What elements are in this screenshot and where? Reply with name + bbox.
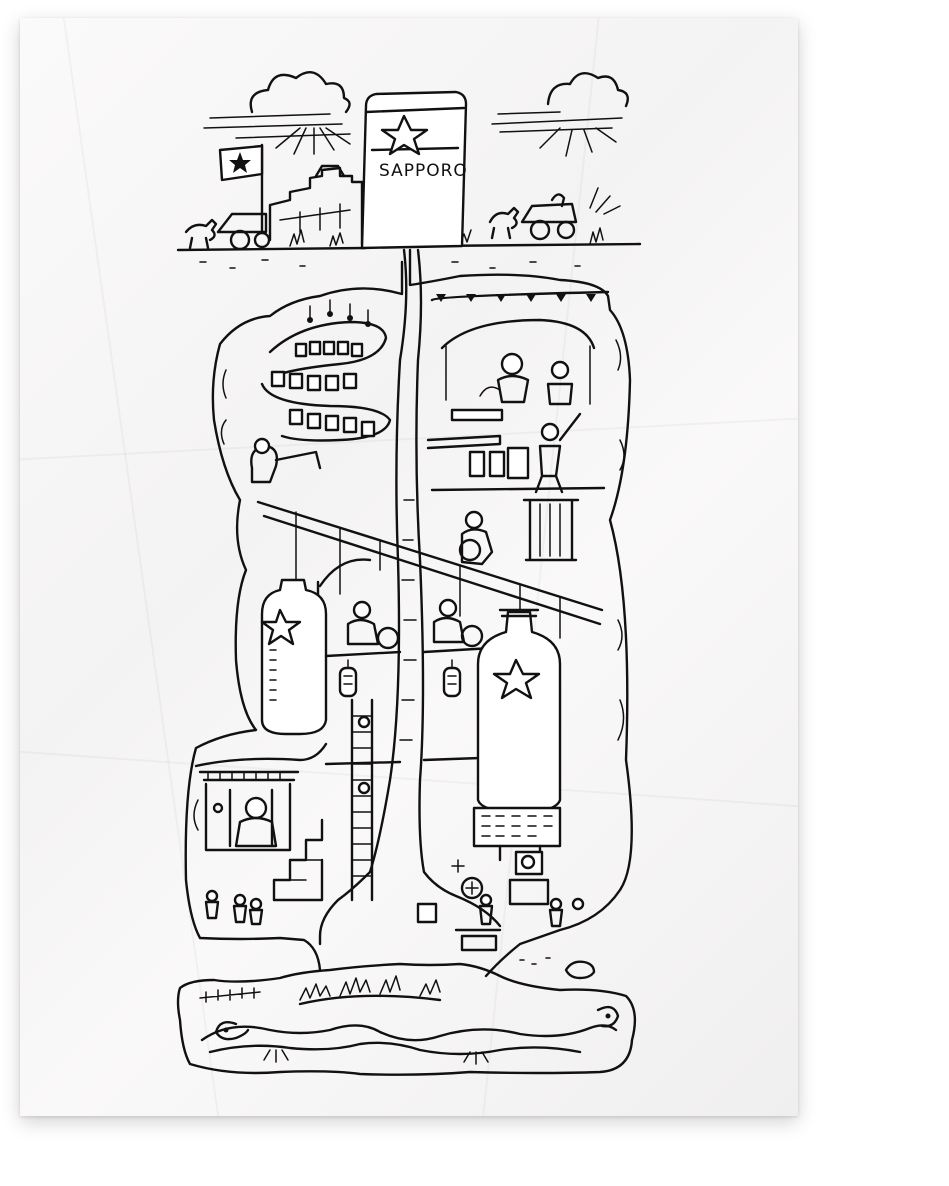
star-flag-icon [218,143,264,234]
horse-carriage-right-icon [488,187,621,241]
chef-figures-icon [479,352,574,406]
worker-pushing-cart-icon [250,437,322,484]
red-star-icon [380,114,429,156]
staircase [272,818,324,902]
left-fermentation-tank [260,578,328,736]
worker-rolling-barrel-right-icon [432,598,484,648]
underground-cavern-outline [184,248,633,978]
paper-lantern-left-icon [338,659,358,698]
central-pipe [318,248,502,946]
horse-carriage-left-icon [184,212,271,251]
right-fermentation-tank [476,608,562,814]
paper-lantern-right-icon [442,659,462,698]
sapporo-tower: SAPPORO [360,90,468,250]
worker-rolling-barrel-left-icon [346,600,400,650]
barrel-row-3 [288,408,376,438]
surface-scene: SAPPORO [176,71,642,269]
sumo-figure-icon [234,796,278,848]
cloud-right-icon [491,72,629,157]
spiral-storage-gallery [250,299,392,484]
control-room [416,806,585,952]
upper-right-chamber [426,290,610,562]
worker-on-conveyor-icon [458,510,494,566]
small-barrels-right [468,446,530,480]
seated-operator-icon [508,850,550,906]
big-tank-star-icon [492,658,541,700]
tank-star-icon [260,608,302,646]
swordsman-icon [534,412,582,494]
pagoda-room [194,742,328,852]
fortress-wall [268,164,364,246]
dragon-icon [199,975,620,1065]
valve-wheel-icon [460,876,484,900]
ladder [350,698,374,902]
cloud-left-icon [203,71,351,155]
dragon-cavern [176,957,637,1076]
small-workers-right-icon [478,893,585,928]
barrel-row-2 [270,370,358,392]
middle-level [324,598,494,902]
barrel-row-1 [294,340,364,358]
control-box-icon [416,902,438,924]
small-workers-left-icon [204,889,264,926]
tower-label: SAPPORO [379,161,468,181]
